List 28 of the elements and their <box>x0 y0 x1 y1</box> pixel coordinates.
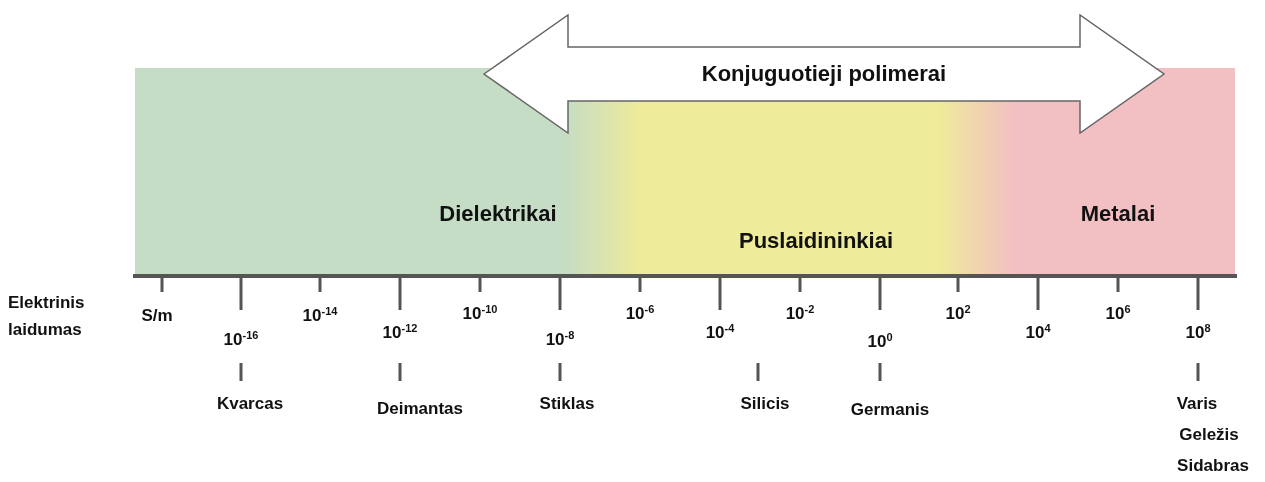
tick-value: 10$^{2}$ <box>945 302 971 326</box>
tick-value: 10$^{-8}$ <box>545 328 575 352</box>
material-label: Kvarcas <box>216 393 284 416</box>
region-label: Puslaidininkiai <box>739 226 893 255</box>
tick-value: 10$^{-2}$ <box>785 302 815 326</box>
tick-value: 10$^{8}$ <box>1185 321 1211 345</box>
material-label: Sidabras <box>1177 455 1249 478</box>
unit-label: S/m <box>141 305 173 328</box>
material-label: Stiklas <box>539 393 595 416</box>
arrow-label: Konjuguotieji polimerai <box>701 61 947 87</box>
region-label: Dielektrikai <box>439 199 557 228</box>
tick-value: 10$^{-16}$ <box>223 328 259 352</box>
material-label: Silicis <box>740 393 790 416</box>
tick-value: 10$^{-6}$ <box>625 302 655 326</box>
material-label: Geležis <box>1179 424 1239 447</box>
tick-value: 10$^{-14}$ <box>302 304 338 328</box>
axis-title: Elektrinis laidumas <box>8 291 86 341</box>
tick-value: 10$^{0}$ <box>867 330 893 354</box>
tick-value: 10$^{-4}$ <box>705 321 735 345</box>
tick-value: 10$^{-12}$ <box>382 321 418 345</box>
tick-value: 10$^{4}$ <box>1025 321 1051 345</box>
material-label: Germanis <box>850 399 930 422</box>
double-arrow-shape <box>483 14 1165 134</box>
tick-value: 10$^{-10}$ <box>462 302 498 326</box>
material-label: Deimantas <box>377 398 463 421</box>
material-label: Varis <box>1176 393 1218 416</box>
tick-value: 10$^{6}$ <box>1105 302 1131 326</box>
region-label: Metalai <box>1080 199 1156 228</box>
